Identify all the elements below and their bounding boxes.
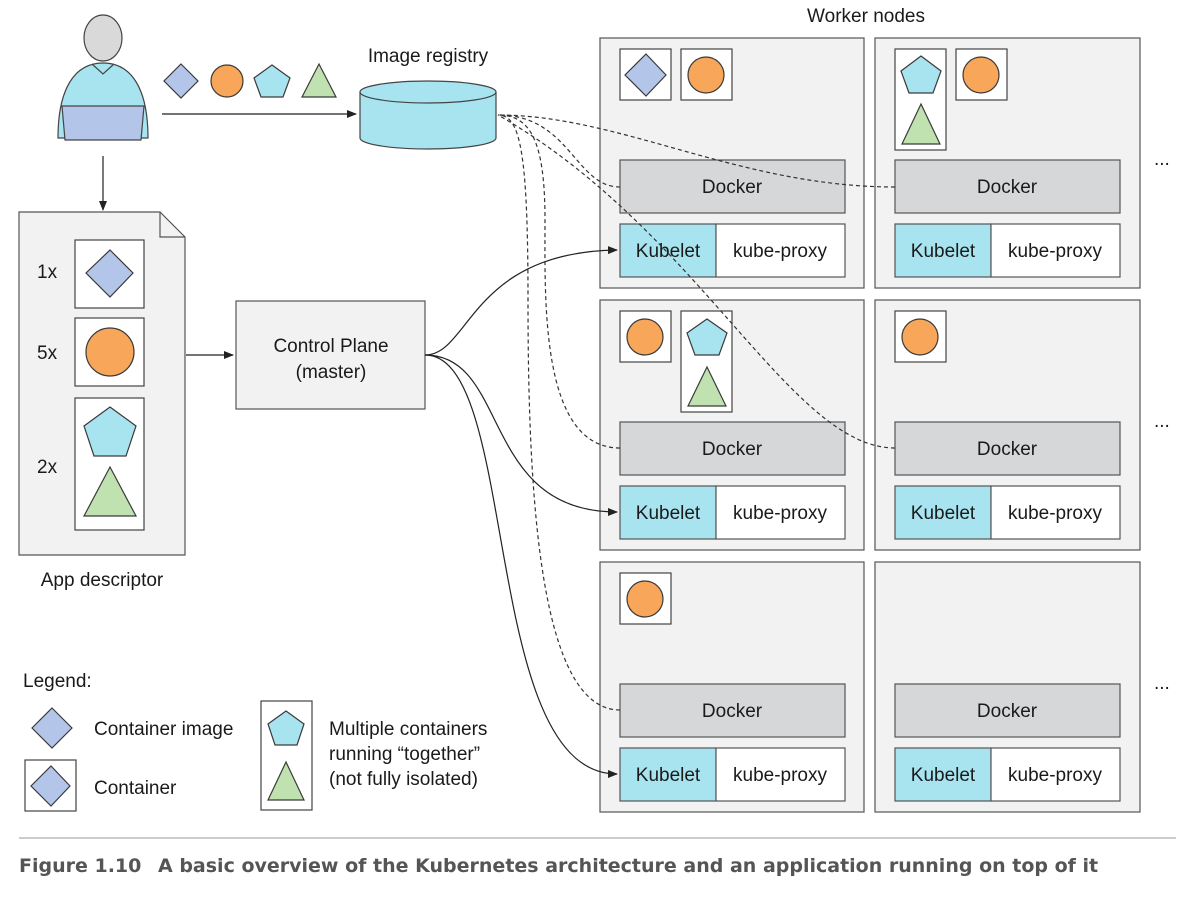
- descriptor-count-3: 2x: [37, 457, 58, 478]
- kube-proxy-box-4: [990, 485, 1121, 540]
- app-descriptor: [18, 211, 186, 556]
- kube-proxy-box-2: [990, 223, 1121, 278]
- control-plane-box[interactable]: [235, 300, 426, 410]
- more-nodes-indicator: ...: [1154, 149, 1170, 170]
- kubelet-label: Kubelet: [636, 765, 701, 786]
- developer-person-icon: [57, 14, 149, 141]
- more-nodes-indicator: ...: [1154, 673, 1170, 694]
- kubelet-box-2: [894, 223, 992, 278]
- control-plane-subtitle: (master): [296, 362, 367, 383]
- docker-label: Docker: [702, 439, 763, 460]
- kube-proxy-label: kube-proxy: [733, 241, 827, 262]
- kubelet-box-5: [619, 747, 717, 802]
- legend-container-label: Container: [94, 778, 177, 799]
- docker-label: Docker: [702, 701, 763, 722]
- kube-proxy-box-1: [715, 223, 846, 278]
- legend-multi-line2: running “together”: [329, 744, 480, 765]
- descriptor-label: App descriptor: [41, 570, 164, 591]
- descriptor-count-1: 1x: [37, 262, 58, 283]
- pentagon-container-icon: [267, 710, 305, 746]
- docker-box-6: [894, 683, 1121, 738]
- kubelet-box-1: [619, 223, 717, 278]
- kube-proxy-label: kube-proxy: [1008, 765, 1102, 786]
- figure-caption: A basic overview of the Kubernetes archi…: [158, 855, 1098, 877]
- kubelet-label: Kubelet: [636, 503, 701, 524]
- legend-title: Legend:: [23, 671, 92, 692]
- pentagon-container-icon: [686, 318, 728, 356]
- kube-proxy-label: kube-proxy: [733, 503, 827, 524]
- docker-label: Docker: [702, 177, 763, 198]
- figure-number: Figure 1.10: [19, 855, 141, 877]
- docker-label: Docker: [977, 177, 1038, 198]
- triangle-container-icon: [687, 365, 727, 407]
- control-plane-arrows: [424, 246, 618, 778]
- orange-container-icon: [626, 580, 664, 618]
- triangle-container-icon: [83, 465, 137, 517]
- pentagon-container-icon: [83, 406, 137, 457]
- kube-proxy-box-5: [715, 747, 846, 802]
- legend-multi-line1: Multiple containers: [329, 719, 487, 740]
- kubelet-label: Kubelet: [911, 503, 976, 524]
- container-image-icon: [85, 249, 134, 298]
- kubelet-label: Kubelet: [636, 241, 701, 262]
- docker-label: Docker: [977, 701, 1038, 722]
- docker-label: Docker: [977, 439, 1038, 460]
- kube-proxy-label: kube-proxy: [733, 765, 827, 786]
- triangle-container-icon: [901, 102, 941, 145]
- orange-container-icon: [687, 56, 725, 94]
- kube-proxy-label: kube-proxy: [1008, 503, 1102, 524]
- orange-container-icon: [626, 318, 664, 356]
- docker-box-4: [894, 421, 1121, 476]
- image-pull-lines: [497, 114, 896, 711]
- control-plane-title: Control Plane: [273, 336, 388, 357]
- kubelet-box-6: [894, 747, 992, 802]
- legend-image-label: Container image: [94, 719, 233, 740]
- legend-multi-line3: (not fully isolated): [329, 769, 478, 790]
- kubelet-box-3: [619, 485, 717, 540]
- docker-box-1: [619, 159, 846, 214]
- descriptor-count-2: 5x: [37, 343, 58, 364]
- docker-box-3: [619, 421, 846, 476]
- kube-proxy-box-3: [715, 485, 846, 540]
- docker-box-5: [619, 683, 846, 738]
- container-icon: [624, 53, 667, 97]
- kubelet-label: Kubelet: [911, 765, 976, 786]
- kube-proxy-box-6: [990, 747, 1121, 802]
- pentagon-container-icon: [900, 55, 942, 94]
- more-nodes-indicator: ...: [1154, 411, 1170, 432]
- kube-proxy-label: kube-proxy: [1008, 241, 1102, 262]
- triangle-container-icon: [267, 760, 305, 801]
- orange-container-icon: [85, 327, 135, 377]
- orange-container-icon: [962, 56, 1000, 94]
- image-registry[interactable]: [359, 80, 497, 150]
- container-icon: [30, 765, 71, 807]
- orange-container-icon: [901, 318, 939, 356]
- developer-images-icons: [163, 62, 337, 99]
- container-image-icon: [31, 707, 73, 749]
- registry-label: Image registry: [368, 46, 489, 67]
- kubelet-label: Kubelet: [911, 241, 976, 262]
- worker-nodes-title: Worker nodes: [807, 6, 925, 27]
